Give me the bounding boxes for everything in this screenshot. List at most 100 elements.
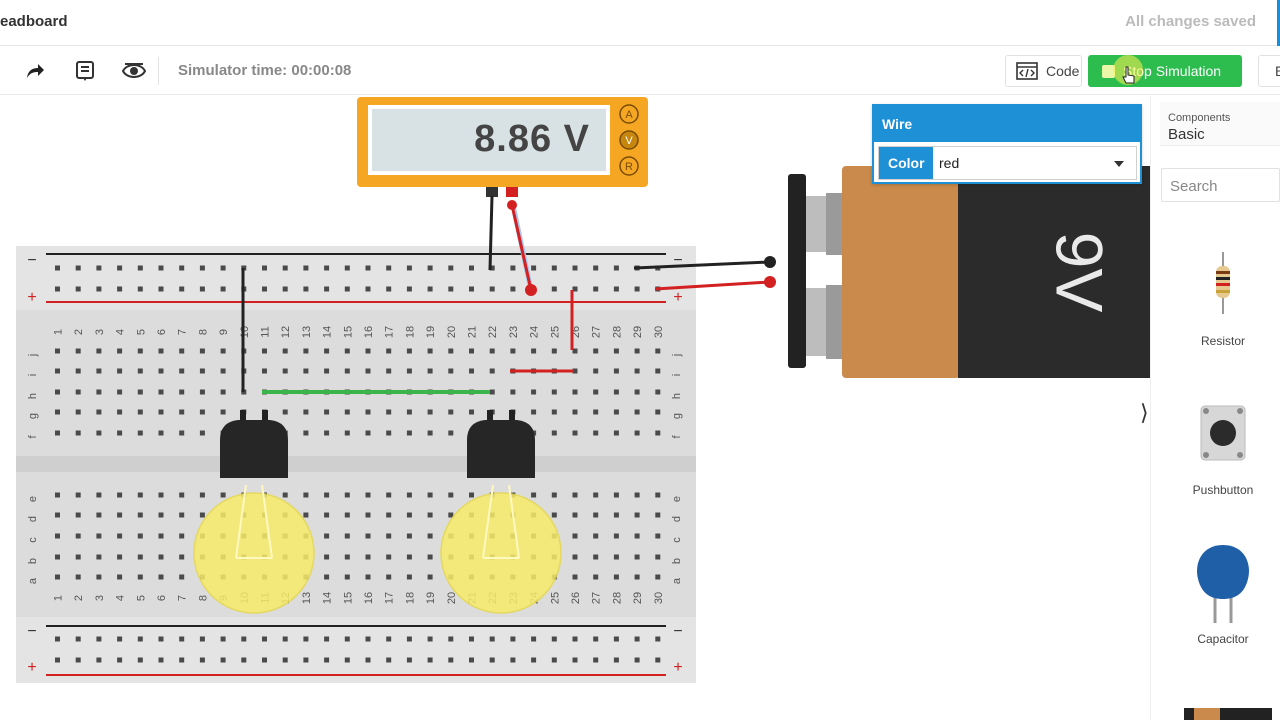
breadboard-hole[interactable] bbox=[634, 368, 640, 374]
breadboard-hole[interactable] bbox=[117, 389, 123, 395]
breadboard-hole[interactable] bbox=[365, 636, 371, 642]
breadboard-hole[interactable] bbox=[551, 636, 557, 642]
breadboard-hole[interactable] bbox=[344, 430, 350, 436]
breadboard-hole[interactable] bbox=[75, 389, 81, 395]
breadboard-hole[interactable] bbox=[551, 430, 557, 436]
breadboard-hole[interactable] bbox=[75, 348, 81, 354]
breadboard-hole[interactable] bbox=[572, 533, 578, 539]
breadboard-hole[interactable] bbox=[655, 492, 661, 498]
breadboard-hole[interactable] bbox=[137, 533, 143, 539]
breadboard-hole[interactable] bbox=[531, 389, 537, 395]
breadboard-hole[interactable] bbox=[572, 348, 578, 354]
breadboard-hole[interactable] bbox=[634, 430, 640, 436]
breadboard-hole[interactable] bbox=[551, 389, 557, 395]
breadboard-hole[interactable] bbox=[179, 389, 185, 395]
breadboard-hole[interactable] bbox=[469, 265, 474, 271]
wire-endpoint[interactable] bbox=[525, 284, 537, 296]
breadboard-hole[interactable] bbox=[137, 636, 143, 642]
breadboard-hole[interactable] bbox=[75, 492, 81, 498]
breadboard-hole[interactable] bbox=[448, 409, 454, 415]
breadboard-hole[interactable] bbox=[117, 286, 123, 292]
breadboard-hole[interactable] bbox=[469, 636, 474, 642]
breadboard-hole[interactable] bbox=[551, 348, 557, 354]
breadboard-hole[interactable] bbox=[613, 533, 619, 539]
breadboard-hole[interactable] bbox=[655, 389, 661, 395]
breadboard-hole[interactable] bbox=[572, 368, 578, 374]
visibility-button[interactable] bbox=[119, 57, 149, 85]
breadboard-hole[interactable] bbox=[282, 409, 288, 415]
breadboard-hole[interactable] bbox=[572, 265, 578, 271]
breadboard-hole[interactable] bbox=[386, 512, 392, 518]
breadboard-hole[interactable] bbox=[427, 533, 433, 539]
breadboard-hole[interactable] bbox=[158, 574, 164, 580]
breadboard-hole[interactable] bbox=[96, 348, 102, 354]
breadboard-hole[interactable] bbox=[117, 512, 123, 518]
breadboard-hole[interactable] bbox=[406, 348, 412, 354]
breadboard-hole[interactable] bbox=[158, 286, 164, 292]
breadboard-hole[interactable] bbox=[613, 265, 619, 271]
breadboard-hole[interactable] bbox=[158, 636, 164, 642]
breadboard-hole[interactable] bbox=[96, 265, 102, 271]
notes-button[interactable] bbox=[70, 57, 100, 85]
breadboard-hole[interactable] bbox=[448, 430, 454, 436]
breadboard-hole[interactable] bbox=[510, 265, 516, 271]
breadboard-hole[interactable] bbox=[365, 286, 371, 292]
breadboard-hole[interactable] bbox=[427, 512, 433, 518]
breadboard-hole[interactable] bbox=[510, 657, 516, 663]
breadboard-hole[interactable] bbox=[655, 348, 661, 354]
breadboard-hole[interactable] bbox=[55, 368, 60, 374]
breadboard-hole[interactable] bbox=[303, 492, 309, 498]
mode-r-dial[interactable] bbox=[619, 156, 639, 176]
breadboard-hole[interactable] bbox=[158, 348, 164, 354]
breadboard-hole[interactable] bbox=[282, 657, 288, 663]
breadboard-hole[interactable] bbox=[324, 657, 330, 663]
breadboard-hole[interactable] bbox=[365, 533, 371, 539]
breadboard-hole[interactable] bbox=[220, 286, 226, 292]
breadboard-hole[interactable] bbox=[324, 265, 330, 271]
breadboard-hole[interactable] bbox=[303, 657, 309, 663]
redo-button[interactable] bbox=[20, 57, 50, 85]
breadboard-hole[interactable] bbox=[613, 492, 619, 498]
breadboard-hole[interactable] bbox=[282, 348, 288, 354]
breadboard-hole[interactable] bbox=[634, 348, 640, 354]
breadboard-hole[interactable] bbox=[117, 265, 123, 271]
breadboard-hole[interactable] bbox=[572, 574, 578, 580]
breadboard-hole[interactable] bbox=[241, 636, 247, 642]
breadboard-hole[interactable] bbox=[593, 368, 599, 374]
breadboard-hole[interactable] bbox=[469, 368, 474, 374]
breadboard-hole[interactable] bbox=[55, 574, 60, 580]
breadboard-hole[interactable] bbox=[655, 574, 661, 580]
breadboard-hole[interactable] bbox=[427, 409, 433, 415]
breadboard-hole[interactable] bbox=[406, 512, 412, 518]
breadboard-hole[interactable] bbox=[96, 574, 102, 580]
breadboard-hole[interactable] bbox=[75, 533, 81, 539]
breadboard-hole[interactable] bbox=[199, 636, 205, 642]
breadboard-hole[interactable] bbox=[158, 512, 164, 518]
breadboard-hole[interactable] bbox=[572, 389, 578, 395]
breadboard-hole[interactable] bbox=[593, 265, 599, 271]
breadboard-hole[interactable] bbox=[386, 430, 392, 436]
breadboard-hole[interactable] bbox=[344, 492, 350, 498]
breadboard-hole[interactable] bbox=[489, 657, 495, 663]
breadboard-hole[interactable] bbox=[427, 492, 433, 498]
breadboard-hole[interactable] bbox=[365, 430, 371, 436]
breadboard-hole[interactable] bbox=[489, 286, 495, 292]
breadboard-hole[interactable] bbox=[324, 348, 330, 354]
breadboard-hole[interactable] bbox=[593, 430, 599, 436]
meter-com-port[interactable] bbox=[486, 187, 498, 197]
breadboard-hole[interactable] bbox=[613, 574, 619, 580]
breadboard-hole[interactable] bbox=[75, 368, 81, 374]
breadboard-hole[interactable] bbox=[365, 512, 371, 518]
breadboard-hole[interactable] bbox=[551, 286, 557, 292]
breadboard-hole[interactable] bbox=[137, 348, 143, 354]
breadboard-hole[interactable] bbox=[427, 657, 433, 663]
breadboard-hole[interactable] bbox=[593, 286, 599, 292]
breadboard-hole[interactable] bbox=[303, 348, 309, 354]
breadboard-hole[interactable] bbox=[386, 554, 392, 560]
breadboard-hole[interactable] bbox=[55, 286, 60, 292]
breadboard-hole[interactable] bbox=[572, 636, 578, 642]
breadboard-hole[interactable] bbox=[365, 492, 371, 498]
breadboard-hole[interactable] bbox=[613, 430, 619, 436]
breadboard-hole[interactable] bbox=[448, 512, 454, 518]
battery-black-wire[interactable] bbox=[633, 260, 771, 270]
